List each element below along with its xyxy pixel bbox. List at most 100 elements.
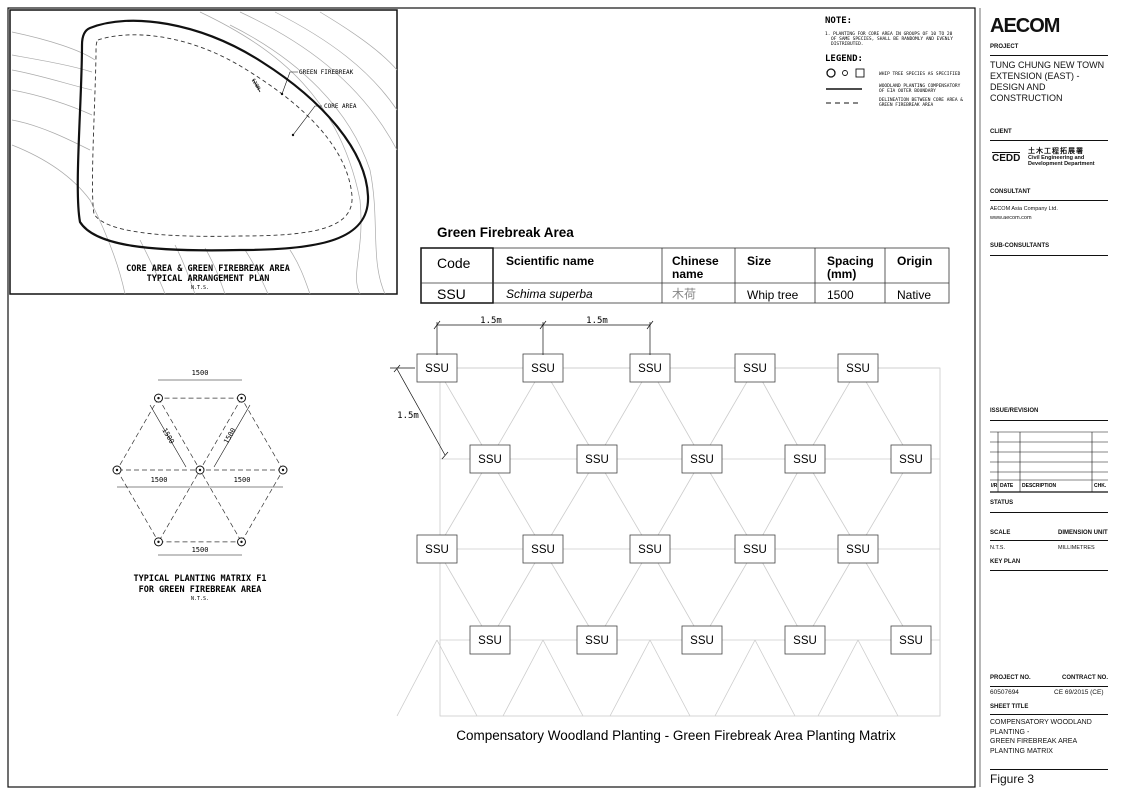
legend-label-delineation-2: GREEN FIREBREAK AREA [879, 102, 933, 108]
tree-box [681, 444, 723, 474]
status-label: STATUS [990, 500, 1014, 506]
sheet-title-3: GREEN FIREBREAK AREA [990, 738, 1078, 745]
contour-lines [11, 11, 398, 295]
tree-code-label: SSU [585, 635, 609, 647]
tree-box [576, 625, 618, 655]
matrix-diagonal [489, 548, 544, 641]
cell-size: Whip tree [747, 288, 799, 302]
header-code: Code [437, 255, 471, 271]
cell-origin: Native [897, 288, 931, 302]
matrix-dashed-edge [241, 397, 284, 471]
tree-code-label: SSU [690, 454, 714, 466]
header-spacing-2: (mm) [827, 267, 856, 281]
tree-box [734, 353, 776, 383]
tree-code-label: SSU [638, 363, 662, 375]
client-name-cn: 土木工程拓展署 [1028, 148, 1084, 155]
col-chk: CHK. [1094, 483, 1107, 489]
dimension-label-diagonal: 1500 [160, 427, 175, 446]
sheet-title-label: SHEET TITLE [990, 704, 1029, 710]
matrix-diagonal [701, 367, 756, 460]
project-line-4: CONSTRUCTION [990, 93, 1063, 103]
tree-code-label: SSU [899, 454, 923, 466]
tree-box [837, 534, 879, 564]
header-spacing: Spacing [827, 254, 874, 268]
issue-revision-label: ISSUE/REVISION [990, 408, 1039, 414]
tree-box [681, 625, 723, 655]
tree-code-label: SSU [846, 363, 870, 375]
matrix-diagonal [436, 367, 491, 460]
tree-box [890, 625, 932, 655]
dimension-label: 1500 [192, 546, 209, 554]
matrix-diagonal [804, 548, 859, 641]
tree-code-label: SSU [793, 454, 817, 466]
scale-label: SCALE [990, 530, 1011, 536]
note-1: 1. PLANTING FOR CORE AREA IN GROUPS OF 1… [825, 31, 953, 37]
matrix-diagonal [857, 639, 899, 717]
matrix-diagonal [754, 458, 806, 550]
tree-code-label: SSU [638, 544, 662, 556]
tree-code-label: SSU [899, 635, 923, 647]
label-core-area: CORE AREA [324, 103, 357, 110]
planting-matrix-caption: Compensatory Woodland Planting - Green F… [456, 728, 896, 743]
tree-code-label: SSU [585, 454, 609, 466]
matrix-diagonal [542, 639, 584, 717]
tree-centre-dot [198, 468, 202, 472]
matrix-diagonal [489, 367, 544, 460]
revision-table: I/R DATE DESCRIPTION CHK. [990, 431, 1108, 493]
matrix-f1-scale: N.T.S. [191, 596, 209, 602]
dimension-label: 1500 [192, 369, 209, 377]
tree-centre-dot [157, 396, 160, 400]
client-name-2: Development Department [1028, 161, 1095, 167]
matrix-diagonal [804, 367, 859, 460]
client-name-1: Civil Engineering and [1028, 155, 1085, 161]
dimension-line-diagonal [213, 404, 251, 468]
col-date: DATE [1000, 483, 1014, 489]
species-table: Code Scientific name Chinese name Size S… [420, 247, 950, 304]
dimension-line-diagonal [149, 404, 187, 468]
consultant-name: AECOM Asia Company Ltd. [990, 206, 1058, 212]
cell-spacing: 1500 [827, 288, 854, 302]
sheet-title-2: PLANTING - [990, 728, 1030, 736]
plan-title-1: CORE AREA & GREEN FIREBREAK AREA [126, 264, 290, 274]
project-no: 60507694 [990, 689, 1019, 696]
dim-1-5m-b: 1.5m [586, 316, 608, 326]
dimension-label: 1500 [234, 476, 251, 484]
tree-code-label: SSU [531, 363, 555, 375]
project-label: PROJECT [990, 44, 1019, 50]
sheet-title: COMPENSATORY WOODLAND PLANTING - GREEN F… [990, 718, 1108, 756]
matrix-diagonal [649, 458, 703, 550]
tree-box [629, 353, 671, 383]
consultant-label: CONSULTANT [990, 189, 1031, 195]
dimension-label-diagonal: 1500 [222, 427, 237, 446]
legend-square-icon [855, 68, 865, 78]
matrix-dashed-edge [116, 397, 159, 471]
legend-label-boundary: WOODLAND PLANTING COMPENSATORY [879, 83, 961, 89]
tree-box [522, 534, 564, 564]
tree-code-label: SSU [425, 363, 449, 375]
project-line-2: EXTENSION (EAST) - [990, 71, 1080, 81]
tree-centre-dot [157, 540, 160, 544]
species-table-title: Green Firebreak Area [437, 225, 574, 240]
key-plan-label: KEY PLAN [990, 559, 1021, 565]
sheet-title-4: PLANTING MATRIX [990, 747, 1053, 755]
matrix-diagonal [857, 367, 912, 460]
matrix-diagonal [542, 458, 598, 550]
figure-number: Figure 3 [990, 772, 1035, 786]
matrix-diagonal [596, 548, 651, 641]
matrix-diagonal [542, 548, 598, 641]
matrix-diagonal [817, 639, 859, 717]
note-1-line2: OF SAME SPECIES, SHALL BE RANDOMLY AND E… [831, 36, 953, 42]
tree-code-label: SSU [743, 544, 767, 556]
contract-no: CE 69/2015 (CE) [1054, 689, 1104, 696]
matrix-diagonal [754, 548, 806, 641]
matrix-diagonal [489, 458, 544, 550]
note-1-line3: DISTRIBUTED. [831, 41, 864, 47]
subconsultants-label: SUB-CONSULTANTS [990, 243, 1050, 249]
tree-code-label: SSU [478, 635, 502, 647]
tree-box [629, 534, 671, 564]
tree-box [416, 353, 458, 383]
plan-title-2: TYPICAL ARRANGEMENT PLAN [147, 274, 270, 284]
tree-centre-dot [115, 468, 119, 472]
